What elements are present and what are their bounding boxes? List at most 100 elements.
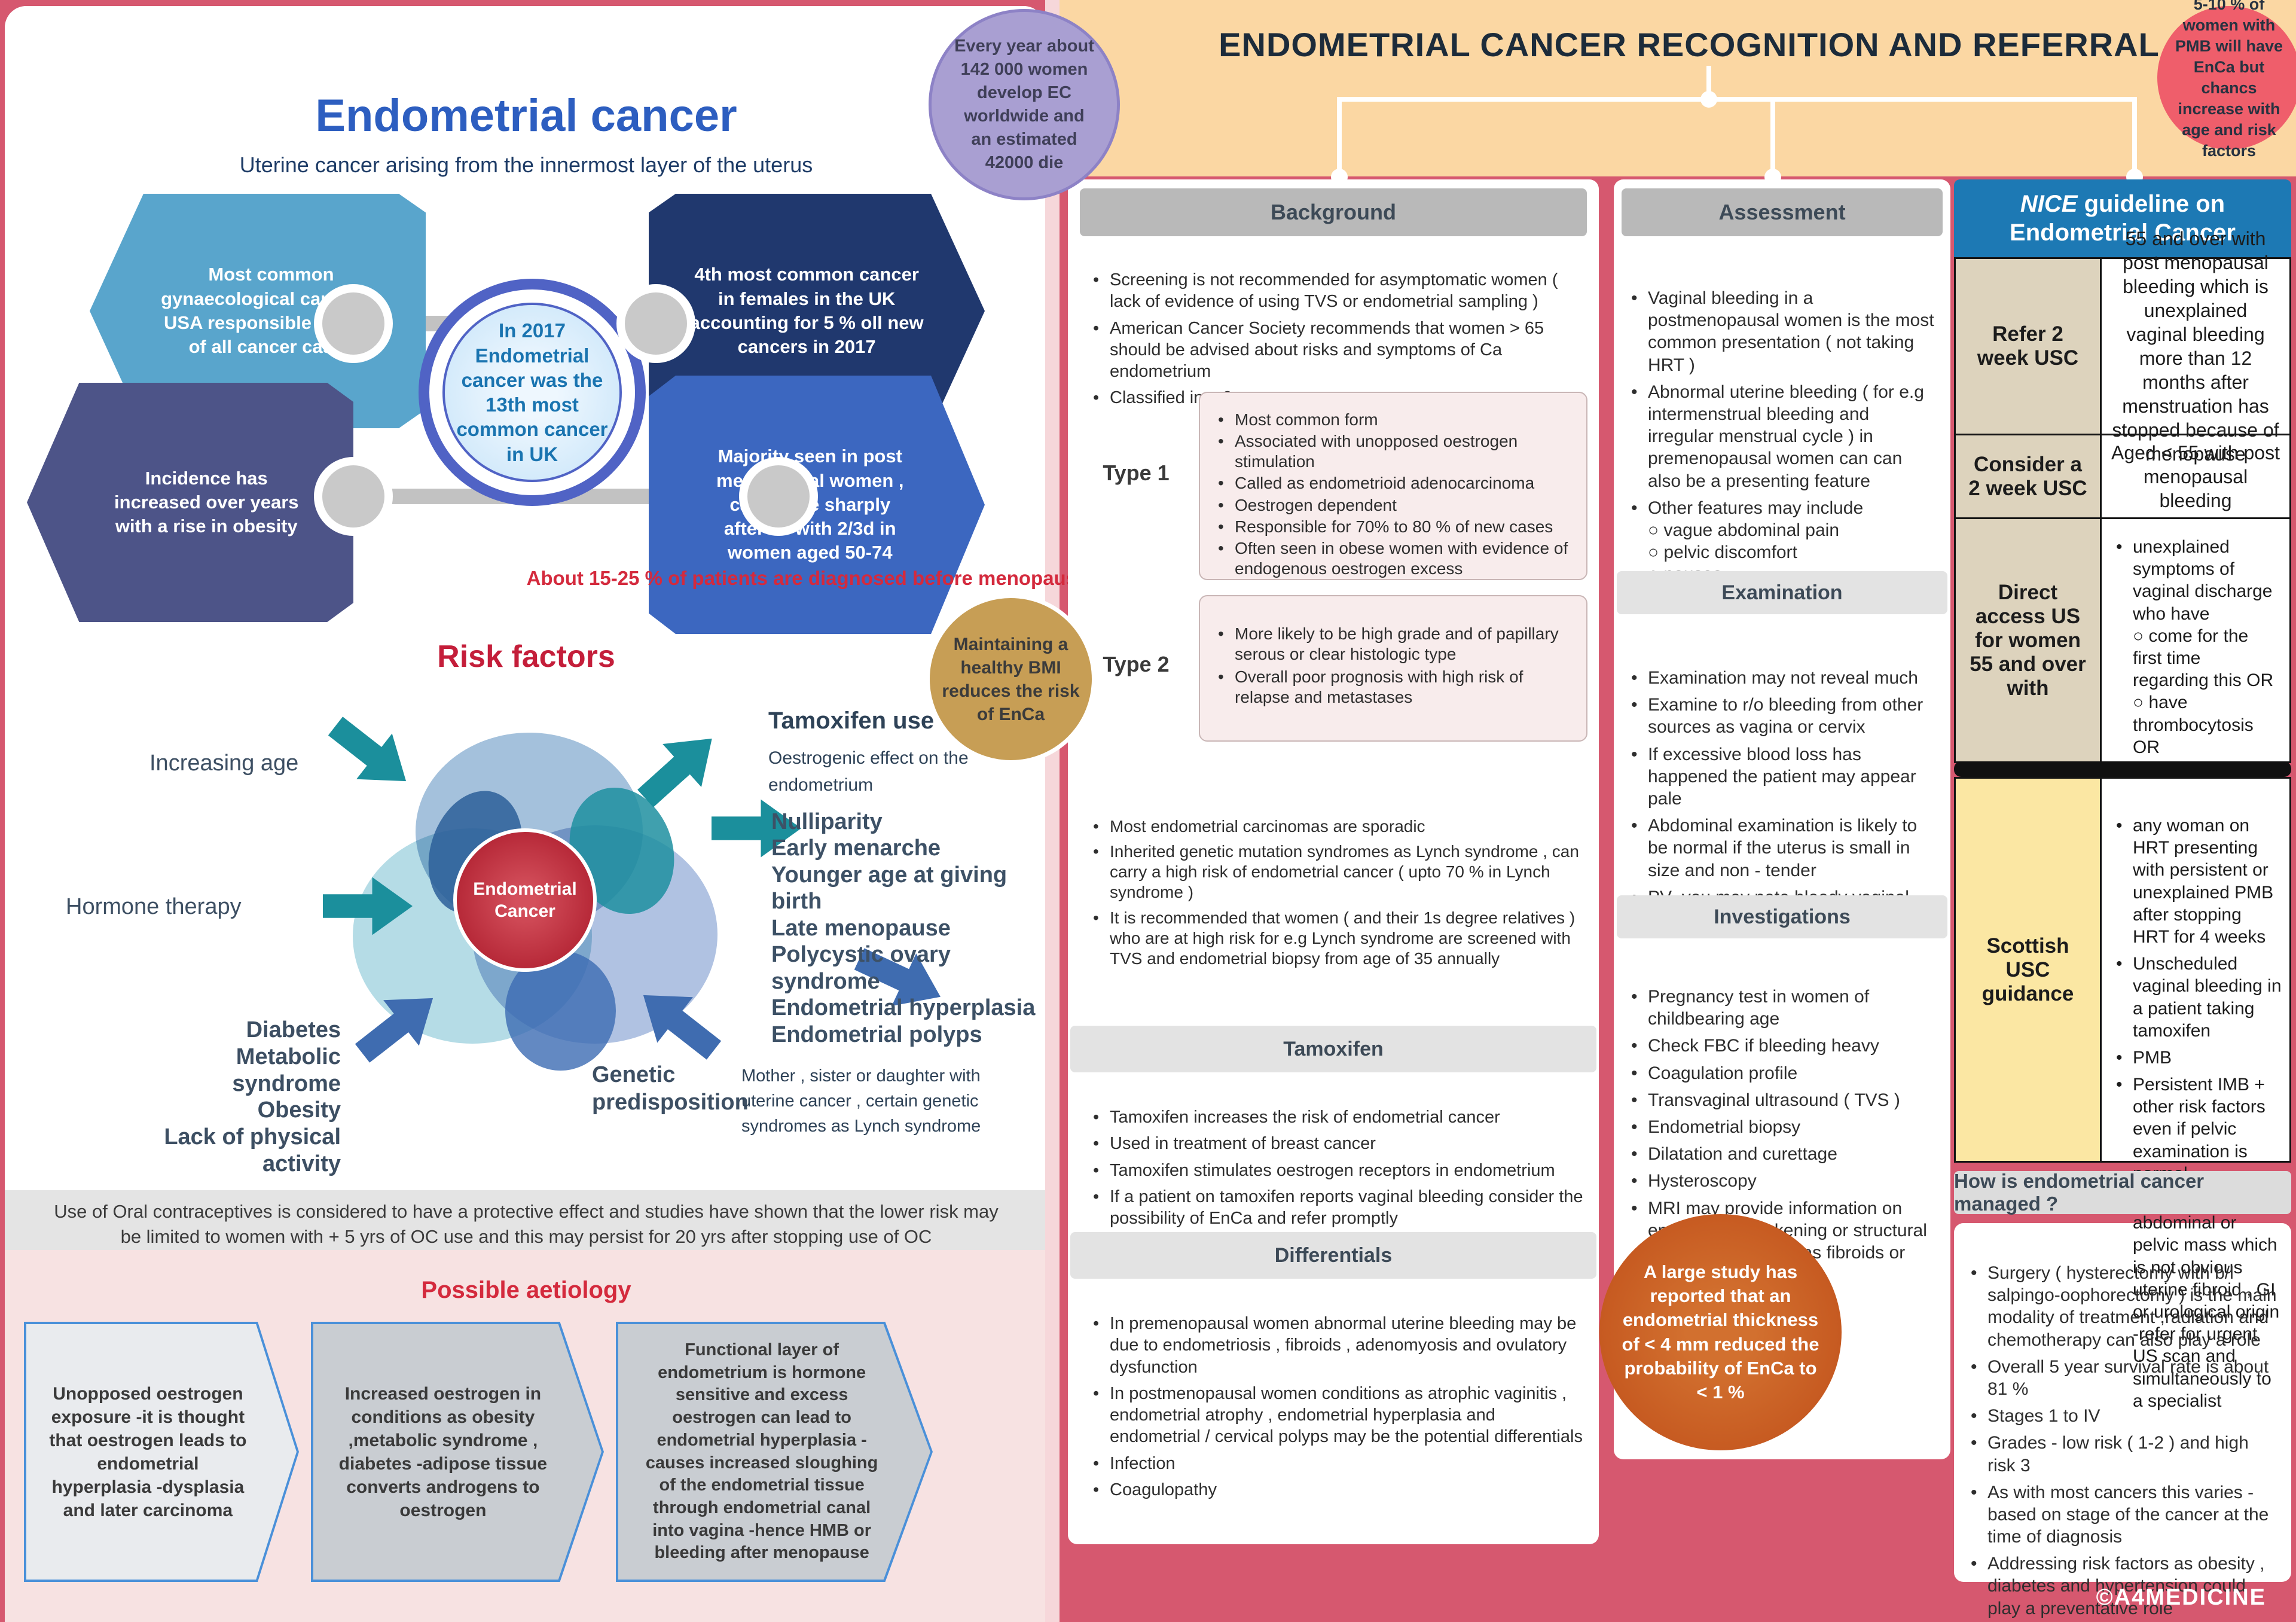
risk-factors-title: Risk factors	[437, 639, 615, 674]
nice-row-consider: Consider a 2 week USC Aged < 55 with pos…	[1956, 435, 2289, 519]
label-metabolic: Diabetes Metabolic syndrome Obesity Lack…	[164, 1017, 341, 1177]
aetiology-arrow-1-body: Unopposed oestrogen exposure -it is thou…	[26, 1324, 297, 1580]
assessment-header-label: Assessment	[1718, 200, 1846, 224]
scottish-list: any woman on HRT presenting with persist…	[2102, 779, 2289, 1411]
label-genetic: Genetic predisposition	[592, 1062, 749, 1115]
list-item: Endometrial biopsy	[1628, 1116, 1938, 1138]
center-circle-text: In 2017 Endometrial cancer was the 13th …	[456, 319, 608, 465]
list-item: Overall poor prognosis with high risk of…	[1214, 667, 1572, 708]
tamoxifen-list: Tamoxifen increases the risk of endometr…	[1089, 1106, 1586, 1234]
type2-list: More likely to be high grade and of papi…	[1200, 596, 1586, 717]
nice-row-direct-access-list: unexplained symptoms of vaginal discharg…	[2102, 519, 2289, 995]
tree-line-vcenter	[1706, 66, 1711, 100]
nice-black-divider	[1954, 761, 2291, 777]
scottish-label: Scottish USC guidance	[1956, 779, 2102, 1161]
oc-grey-band	[5, 1190, 1045, 1250]
left-subtitle: Uterine cancer arising from the innermos…	[239, 153, 813, 177]
list-item: any woman on HRT presenting with persist…	[2112, 815, 2282, 948]
list-item: Used in treatment of breast cancer	[1089, 1133, 1586, 1155]
tamoxifen-header: Tamoxifen	[1070, 1026, 1596, 1072]
hex-node-4	[739, 457, 818, 536]
list-item: Tamoxifen increases the risk of endometr…	[1089, 1106, 1586, 1129]
investigations-list: Pregnancy test in women of childbearing …	[1628, 986, 1938, 1291]
premenopause-note: About 15-25 % of patients are diagnosed …	[526, 567, 1088, 589]
type2-box: More likely to be high grade and of papi…	[1199, 595, 1587, 742]
pmb-risk-text: 5-10 % of women with PMB will have EnCa …	[2175, 0, 2283, 160]
hexagon-uk-text: 4th most common cancer in females in the…	[689, 264, 924, 358]
list-item: In premenopausal women abnormal uterine …	[1089, 1313, 1586, 1378]
tree-line-v1	[1337, 97, 1342, 177]
list-item: Examine to r/o bleeding from other sourc…	[1628, 694, 1938, 738]
nice-acronym: NICE	[2020, 191, 2078, 217]
list-item: Dilatation and curettage	[1628, 1143, 1938, 1165]
assessment-list: Vaginal bleeding in a postmenopausal wom…	[1628, 287, 1938, 613]
list-item: More likely to be high grade and of papi…	[1214, 624, 1572, 664]
list-item: As with most cancers this varies -based …	[1967, 1481, 2278, 1548]
list-item: PMB	[2112, 1047, 2282, 1069]
list-item: Coagulopathy	[1089, 1479, 1586, 1501]
nice-header-line2: Endometrial Cancer	[2010, 219, 2236, 246]
aetiology-arrow-2-body: Increased oestrogen in conditions as obe…	[313, 1324, 602, 1580]
scottish-row: Scottish USC guidance any woman on HRT p…	[1954, 777, 2291, 1411]
nice-row-direct-access-label: Direct access US for women 55 and over w…	[1956, 519, 2102, 761]
venn-center-circle: Endometrial Cancer	[453, 828, 597, 972]
list-item: If a patient on tamoxifen reports vagina…	[1089, 1186, 1586, 1230]
list-item: Associated with unopposed oestrogen stim…	[1214, 431, 1572, 472]
nice-table: Refer 2 week USC 55 and over with post m…	[1954, 228, 2291, 995]
differentials-header-label: Differentials	[1274, 1243, 1393, 1267]
list-item: Persistent IMB + other risk factors even…	[2112, 1074, 2282, 1185]
type1-box: Most common form Associated with unoppos…	[1199, 392, 1587, 580]
investigations-header: Investigations	[1617, 895, 1947, 938]
list-item: Tamoxifen stimulates oestrogen receptors…	[1089, 1160, 1586, 1182]
tamoxifen-use-desc: Oestrogenic effect on the endometrium	[768, 748, 969, 795]
list-item: Surgery ( hysterectomy with b/l salpingo…	[1967, 1262, 2278, 1351]
type2-label: Type 2	[1103, 652, 1170, 676]
list-item: Called as endometrioid adenocarcinoma	[1214, 473, 1572, 493]
oc-note: Use of Oral contraceptives is considered…	[54, 1201, 999, 1247]
nice-row-consider-label: Consider a 2 week USC	[1956, 435, 2102, 517]
footer-brand: ©A4MEDICINE	[2096, 1585, 2266, 1610]
nice-header: NICE guideline on Endometrial Cancer	[1954, 179, 2291, 257]
differentials-header: Differentials	[1070, 1232, 1596, 1279]
list-item: Coagulation profile	[1628, 1062, 1938, 1084]
tree-line-horizontal	[1338, 97, 2137, 102]
list-item: It is recommended that women ( and their…	[1089, 908, 1586, 969]
background-genetics-list: Most endometrial carcinomas are sporadic…	[1089, 816, 1586, 974]
aetiology-arrow-1: Unopposed oestrogen exposure -it is thou…	[24, 1322, 299, 1582]
aetiology-arrow-1-text: Unopposed oestrogen exposure -it is thou…	[49, 1383, 247, 1520]
bmi-circle-text: Maintaining a healthy BMI reduces the ri…	[942, 634, 1080, 724]
list-item: Check FBC if bleeding heavy	[1628, 1035, 1938, 1057]
list-item: Overall 5 year survival rate is about 81…	[1967, 1356, 2278, 1400]
tree-line-v2	[1770, 97, 1775, 177]
annual-incidence-circle: Every year about 142 000 women develop E…	[929, 9, 1120, 200]
nice-row-direct-access: Direct access US for women 55 and over w…	[1956, 519, 2289, 995]
study-note-text: A large study has reported that an endom…	[1622, 1261, 1819, 1403]
list-item: Often seen in obese women with evidence …	[1214, 538, 1572, 579]
mother-note: Mother , sister or daughter with uterine…	[741, 1066, 981, 1136]
page-title: ENDOMETRIAL CANCER RECOGNITION AND REFER…	[1219, 26, 2160, 63]
aetiology-arrow-3-text: Functional layer of endometrium is hormo…	[645, 1340, 878, 1563]
examination-header: Examination	[1617, 571, 1947, 614]
annual-incidence-text: Every year about 142 000 women develop E…	[954, 36, 1094, 173]
list-item: Most endometrial carcinomas are sporadic	[1089, 816, 1586, 837]
risk-factor-list: Nulliparity Early menarche Younger age a…	[771, 809, 1036, 1047]
pale-strip	[1045, 0, 1060, 1622]
differentials-list: In premenopausal women abnormal uterine …	[1089, 1313, 1586, 1505]
list-item: Inherited genetic mutation syndromes as …	[1089, 842, 1586, 903]
list-item: Unscheduled vaginal bleeding in a patien…	[2112, 953, 2282, 1042]
nice-header-rest: guideline on	[2077, 191, 2225, 217]
scottish-label-text: Scottish USC guidance	[1981, 934, 2074, 1005]
managed-list: Surgery ( hysterectomy with b/l salpingo…	[1967, 1262, 2278, 1622]
list-item: Responsible for 70% to 80 % of new cases	[1214, 517, 1572, 537]
nice-row-consider-label-text: Consider a 2 week USC	[1968, 452, 2087, 500]
hex-node-1	[314, 284, 393, 363]
type1-list: Most common form Associated with unoppos…	[1200, 393, 1586, 586]
nice-header-line1: NICE guideline on	[2020, 190, 2225, 218]
pmb-risk-circle: 5-10 % of women with PMB will have EnCa …	[2157, 0, 2296, 160]
list-item: Oestrogen dependent	[1214, 495, 1572, 516]
list-item: Stages 1 to IV	[1967, 1405, 2278, 1427]
background-intro-list: Screening is not recommended for asympto…	[1089, 269, 1586, 414]
list-item: Vaginal bleeding in a postmenopausal wom…	[1628, 287, 1938, 376]
list-item: Most common form	[1214, 410, 1572, 430]
